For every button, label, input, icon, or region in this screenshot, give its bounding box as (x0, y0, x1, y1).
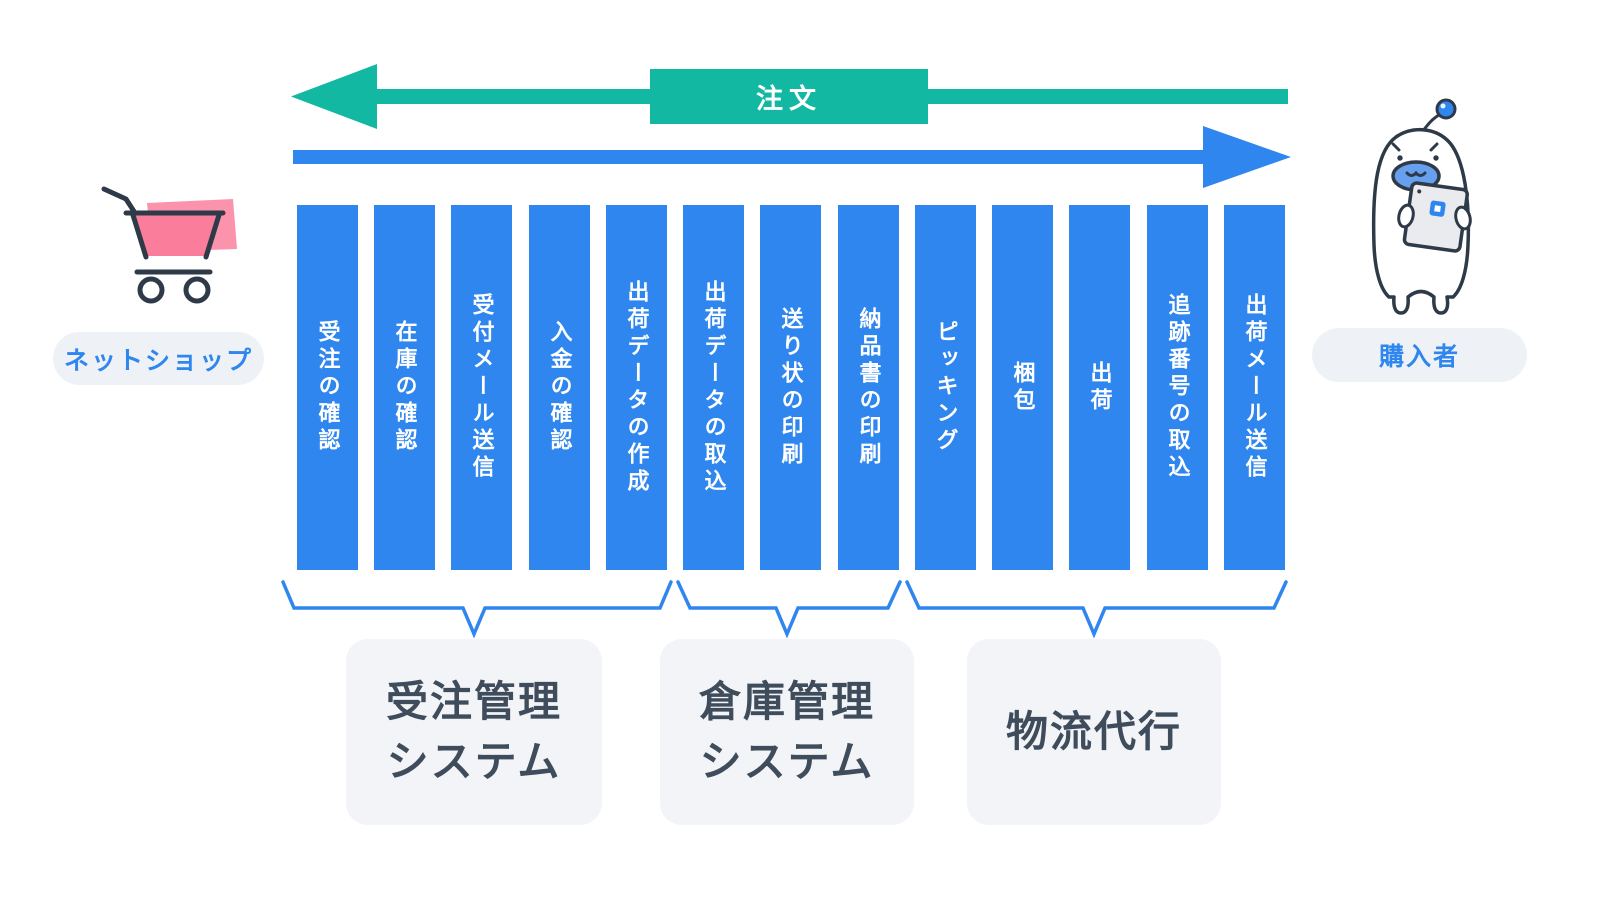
mascot-antenna-ball-highlight (1440, 103, 1446, 109)
process-step-bar: 在庫の確認 (374, 205, 435, 570)
brace-warehouse-management (676, 580, 902, 639)
process-step-label: 納品書の印刷 (856, 306, 882, 469)
process-step-label: 送り状の印刷 (778, 306, 804, 469)
mascot-eye-left (1397, 155, 1403, 161)
brace-logistics (905, 580, 1288, 639)
process-step-label: 出荷 (1087, 360, 1113, 415)
mascot-eyebrow-right (1429, 142, 1439, 152)
process-step-bar: 出荷データの取込 (683, 205, 744, 570)
cart-side-left (130, 212, 149, 260)
group-box-order-management-system: 受注管理 システム (346, 639, 602, 825)
group-label: 物流代行 (1005, 708, 1182, 756)
process-step-bar: 受注の確認 (297, 205, 358, 570)
group-label: 倉庫管理 システム (698, 678, 875, 785)
group-box-logistics-outsourcing: 物流代行 (967, 639, 1221, 825)
process-step-label: 梱包 (1010, 360, 1036, 415)
process-step-label: ピッキング (933, 320, 959, 455)
process-step-bar: 出荷データの作成 (606, 205, 667, 570)
process-step-bar: ピッキング (915, 205, 976, 570)
fulfillment-arrow-right (293, 126, 1291, 188)
cart-handle (101, 186, 138, 216)
shop-label-pill: ネットショップ (53, 332, 264, 385)
process-step-bar: 出荷メール送信 (1224, 205, 1285, 570)
process-step-label: 入金の確認 (547, 320, 573, 455)
shopping-cart-icon (101, 186, 237, 304)
process-step-bar: 送り状の印刷 (760, 205, 821, 570)
order-arrow-head (291, 64, 377, 129)
process-step-label: 出荷データの取込 (701, 279, 727, 496)
fulfillment-arrow-shaft (293, 150, 1213, 164)
fulfillment-arrow-head (1203, 126, 1291, 188)
process-step-label: 在庫の確認 (392, 320, 418, 455)
process-step-label: 出荷メール送信 (1242, 293, 1268, 482)
group-box-warehouse-management-system: 倉庫管理 システム (660, 639, 914, 825)
cart-side-right (203, 212, 222, 260)
process-step-bar: 納品書の印刷 (838, 205, 899, 570)
process-step-label: 追跡番号の取込 (1165, 293, 1191, 482)
process-step-bar: 出荷 (1069, 205, 1130, 570)
mascot-antenna-ball (1435, 98, 1457, 120)
cart-wheel-left (137, 276, 165, 304)
process-step-bar: 受付メール送信 (451, 205, 512, 570)
process-step-bar: 追跡番号の取込 (1147, 205, 1208, 570)
tablet-camera-dot (1417, 189, 1422, 194)
mascot-hand-left (1397, 203, 1415, 229)
mascot-hand-right (1454, 205, 1472, 231)
mascot-eye-right (1433, 155, 1439, 161)
process-step-label: 受付メール送信 (469, 293, 495, 482)
robot-mascot-with-tablet-icon (1371, 98, 1472, 315)
group-label: 受注管理 システム (385, 678, 562, 785)
process-step-bar: 梱包 (992, 205, 1053, 570)
cart-wheel-right (183, 276, 211, 304)
process-step-label: 出荷データの作成 (624, 279, 650, 496)
brace-order-management (281, 580, 673, 639)
buyer-label-pill: 購入者 (1312, 328, 1527, 382)
process-step-bar: 入金の確認 (529, 205, 590, 570)
cart-basket-front (130, 214, 222, 256)
mascot-mouth (1405, 170, 1427, 177)
tablet-app-icon-inner (1434, 205, 1441, 213)
order-badge: 注文 (650, 69, 928, 124)
process-step-label: 受注の確認 (315, 320, 341, 455)
mascot-eyebrow-left (1391, 142, 1401, 152)
